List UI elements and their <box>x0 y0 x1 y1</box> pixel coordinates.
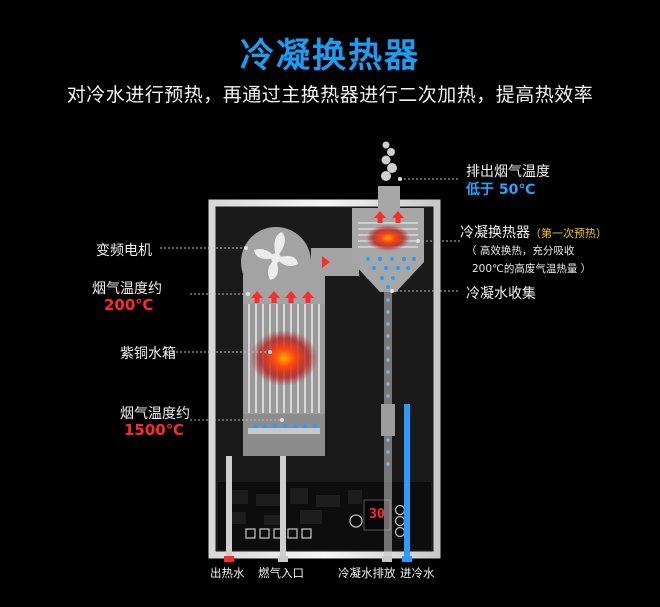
gas-inlet-marker <box>278 556 288 562</box>
copper-tank-heat-glow <box>250 330 318 386</box>
condensate-collect-label: 冷凝水收集 <box>466 286 536 302</box>
flue-temp-label-1500: 烟气温度约 <box>120 406 190 422</box>
gas-inlet-pipe <box>280 456 286 556</box>
control-panel <box>218 482 431 550</box>
page-subtitle: 对冷水进行预热，再通过主换热器进行二次加热，提高热效率 <box>66 84 594 106</box>
fan-label: 变频电机 <box>96 243 152 259</box>
burner-flames <box>252 424 318 428</box>
control-panel-texture <box>228 488 362 525</box>
flow-arrow-right <box>322 256 330 268</box>
hot-outlet-marker <box>224 556 234 562</box>
exhaust-temp-label: 排出烟气温度 <box>466 164 550 180</box>
cold-water-inlet-label: 进冷水 <box>400 566 435 580</box>
gas-inlet-label: 燃气入口 <box>258 566 304 580</box>
cold-water-inlet-pipe <box>404 404 410 556</box>
condensate-trap <box>381 404 395 436</box>
condensate-drain-marker <box>382 556 392 562</box>
condenser-desc-1: （ 高效换热，充分吸收 <box>466 245 575 257</box>
burner-plate <box>248 428 320 434</box>
condenser-note: （第一次预热） <box>530 227 607 240</box>
copper-tank-label: 紫铜水箱 <box>120 346 176 362</box>
hot-water-outlet-label: 出热水 <box>210 566 245 580</box>
hot-water-outlet-pipe <box>226 456 232 556</box>
condenser-desc-2: 200℃的高废气温热量 ） <box>472 263 592 275</box>
flue-connector <box>311 248 359 276</box>
condenser-funnel <box>352 262 424 292</box>
temperature-readout: 30 <box>369 507 385 522</box>
condenser-label: 冷凝换热器（第一次预热） <box>460 222 607 242</box>
exhaust-chimney <box>378 186 400 208</box>
fan-icon <box>254 232 298 280</box>
flue-temp-value-200: 200℃ <box>104 296 154 314</box>
exhaust-steam <box>381 141 397 181</box>
condenser-title: 冷凝换热器 <box>460 225 530 241</box>
condenser-heat-glow <box>366 225 410 251</box>
burner-box <box>243 414 325 456</box>
exhaust-temp-value: 低于 50℃ <box>466 182 536 198</box>
hot-flow-arrows <box>251 211 404 303</box>
cold-inlet-marker <box>402 556 412 562</box>
flue-temp-label-200: 烟气温度约 <box>92 281 162 297</box>
flue-temp-value-1500: 1500℃ <box>124 421 184 439</box>
page-title: 冷凝换热器 <box>240 36 420 76</box>
condensate-drain-label: 冷凝水排放 <box>338 566 396 580</box>
